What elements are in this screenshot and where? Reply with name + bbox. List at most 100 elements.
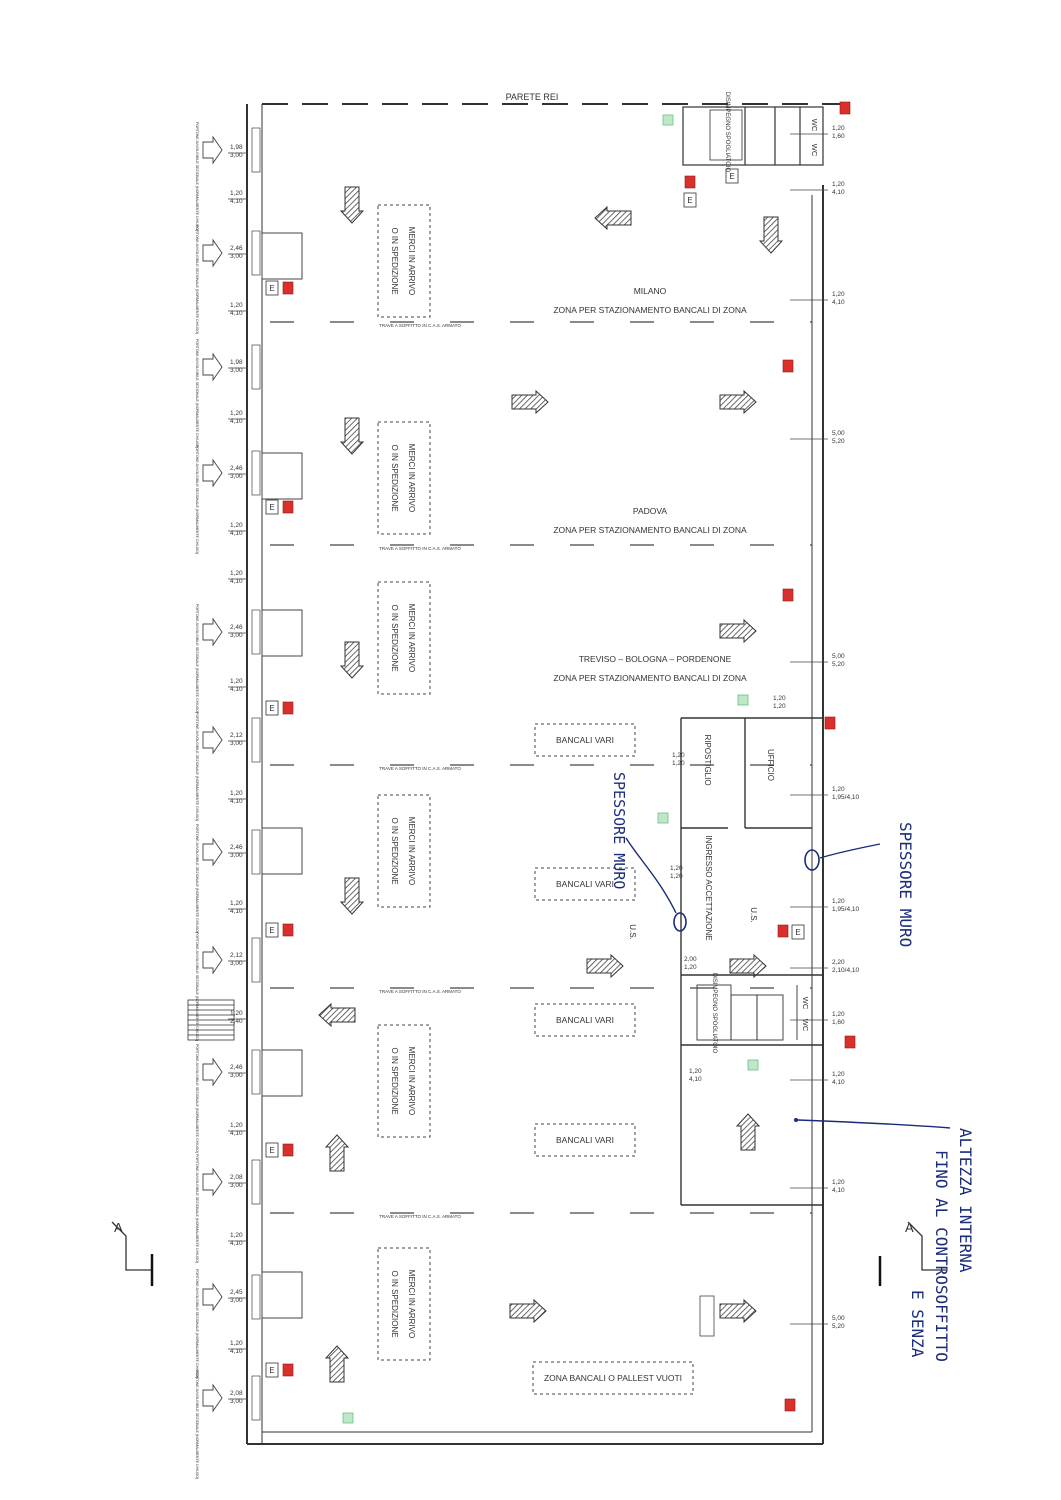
left-dim-top: 2,46	[230, 1064, 243, 1071]
beam-label: TRAVE A SOFFITTO IN C.A.S. ARMATO	[379, 989, 461, 994]
room-spogliatoio: DISIMPEGNO SPOGLIATOIO	[711, 973, 717, 1054]
left-dim-top: 1,20	[230, 900, 243, 907]
right-dim-top: 1,20	[832, 1179, 845, 1186]
room-ufficio: UFFICIO	[766, 749, 775, 781]
right-dim-bottom: 5,20	[832, 1323, 845, 1330]
room-wc: WC	[810, 144, 819, 157]
loading-door: PORTONE AVVOLGIBILE SEZIONALE (NORMALMEN…	[195, 339, 261, 448]
zone-padova-desc: ZONA PER STAZIONAMENTO BANCALI DI ZONA	[553, 525, 747, 535]
office-block	[680, 717, 823, 1206]
bancali-vari-box: BANCALI VARI	[534, 1003, 636, 1037]
left-dim-top: 2,45	[230, 1289, 243, 1296]
bancali-vari-label: BANCALI VARI	[556, 1135, 614, 1145]
left-dim-top: 1,20	[230, 410, 243, 417]
left-dim-bottom: 4,10	[230, 798, 243, 805]
merci-line2: O IN SPEDIZIONE	[390, 1270, 399, 1337]
exit-sign-icon: E	[265, 1142, 279, 1158]
loading-door: PORTONE AVVOLGIBILE SEZIONALE (NORMALMEN…	[195, 1154, 261, 1263]
loading-door: PORTONE AVVOLGIBILE SEZIONALE (NORMALMEN…	[195, 1044, 261, 1153]
annotation-spessore-left: SPESSORE MURO	[610, 772, 687, 932]
door-caption: PORTONE AVVOLGIBILE SEZIONALE (NORMALMEN…	[195, 712, 199, 821]
flow-arrow-right	[511, 389, 549, 415]
fire-extinguisher-icon	[784, 1398, 796, 1412]
zone-padova-city: PADOVA	[633, 506, 667, 516]
left-dim-bottom: 3,00	[230, 1182, 243, 1189]
door-caption: PORTONE AVVOLGIBILE SEZIONALE (NORMALMEN…	[195, 824, 199, 933]
section-marker-label: A	[114, 1220, 123, 1235]
flow-arrow-right	[729, 953, 767, 979]
loading-door: PORTONE AVVOLGIBILE SEZIONALE (NORMALMEN…	[195, 604, 261, 713]
inner-dim: 1,20	[773, 695, 786, 702]
left-dim-top: 1,20	[230, 1010, 243, 1017]
flow-arrow-down	[339, 186, 365, 224]
merci-line2: O IN SPEDIZIONE	[390, 817, 399, 884]
svg-text:E: E	[795, 928, 800, 937]
right-dim-bottom: 5,20	[832, 661, 845, 668]
left-dim-bottom: 4,10	[230, 1348, 243, 1355]
svg-text:E: E	[269, 503, 274, 512]
bancali-vari-box: BANCALI VARI	[534, 723, 636, 757]
dock-leveler	[261, 1271, 303, 1319]
door-caption: PORTONE AVVOLGIBILE SEZIONALE (NORMALMEN…	[195, 339, 199, 448]
left-dim-bottom: 4,10	[230, 908, 243, 915]
beam-label: TRAVE A SOFFITTO IN C.A.S. ARMATO	[379, 1214, 461, 1219]
section-marker-right: A	[878, 1220, 946, 1286]
left-dim-bottom: 2,40	[230, 1018, 243, 1025]
left-dim-top: 2,12	[230, 952, 243, 959]
left-dim-top: 2,46	[230, 624, 243, 631]
inner-dim: 1,20	[672, 752, 685, 759]
fire-extinguisher-icon	[824, 716, 836, 730]
emergency-sign-icon	[747, 1059, 759, 1071]
annotation-altezza: ALTEZZA INTERNA FINO AL CONTROSOFFITTO E…	[794, 1118, 975, 1362]
inner-dim: 1,20	[672, 760, 685, 767]
right-dim-top: 5,00	[832, 653, 845, 660]
left-dim-bottom: 3,00	[230, 253, 243, 260]
svg-text:E: E	[269, 284, 274, 293]
right-dim-bottom: 1,60	[832, 1019, 845, 1026]
outer-walls	[246, 103, 840, 1445]
fire-extinguisher-icon	[782, 588, 794, 602]
inner-dim: 4,10	[689, 1076, 702, 1083]
fire-extinguisher-icon	[777, 924, 789, 938]
right-dim-bottom: 4,10	[832, 299, 845, 306]
annotation-spessore-right-text: SPESSORE MURO	[896, 822, 915, 947]
ceiling-beams: TRAVE A SOFFITTO IN C.A.S. ARMATO TRAVE A…	[270, 321, 812, 1219]
loading-door: PORTONE AVVOLGIBILE SEZIONALE (NORMALMEN…	[195, 1370, 261, 1479]
annotation-altezza-line3: E SENZA	[908, 1290, 927, 1358]
annotation-altezza-line2: FINO AL CONTROSOFFITTO	[932, 1150, 951, 1362]
left-dim-bottom: 3,00	[230, 1398, 243, 1405]
exit-sign-icon: E	[265, 700, 279, 716]
room-spogliatoio: DISIMPEGNO SPOGLIATOIO	[724, 92, 730, 173]
left-dim-top: 1,20	[230, 790, 243, 797]
dock-leveler	[261, 827, 303, 875]
annotation-altezza-line1: ALTEZZA INTERNA	[956, 1128, 975, 1273]
bancali-vari-box: BANCALI VARI	[534, 1123, 636, 1157]
fire-extinguisher-icon	[282, 281, 294, 295]
fire-extinguisher-icon	[282, 1143, 294, 1157]
merci-line2: O IN SPEDIZIONE	[390, 227, 399, 294]
right-dim-top: 1,20	[832, 898, 845, 905]
door-caption: PORTONE AVVOLGIBILE SEZIONALE (NORMALMEN…	[195, 604, 199, 713]
merci-line1: MERCI IN ARRIVO	[407, 1047, 416, 1115]
loading-door: PORTONE AVVOLGIBILE SEZIONALE (NORMALMEN…	[195, 445, 261, 554]
room-ingresso: INGRESSO ACCETTAZIONE	[704, 835, 713, 940]
loading-doors: PORTONE AVVOLGIBILE SEZIONALE (NORMALMEN…	[195, 122, 303, 1479]
right-dim-top: 1,20	[832, 786, 845, 793]
left-dim-top: 1,20	[230, 570, 243, 577]
exit-sign-icon: E	[265, 280, 279, 296]
emergency-sign-icon	[342, 1412, 354, 1424]
left-dim-top: 1,98	[230, 144, 243, 151]
right-dim-top: 1,20	[832, 291, 845, 298]
room-wc: WC	[801, 1019, 810, 1032]
merci-line2: O IN SPEDIZIONE	[390, 604, 399, 671]
bancali-vari-box: BANCALI VARI	[534, 867, 636, 901]
left-dim-top: 2,12	[230, 732, 243, 739]
right-dim-bottom: 5,20	[832, 438, 845, 445]
fire-extinguisher-icon	[839, 101, 851, 115]
left-dim-top: 1,20	[230, 678, 243, 685]
